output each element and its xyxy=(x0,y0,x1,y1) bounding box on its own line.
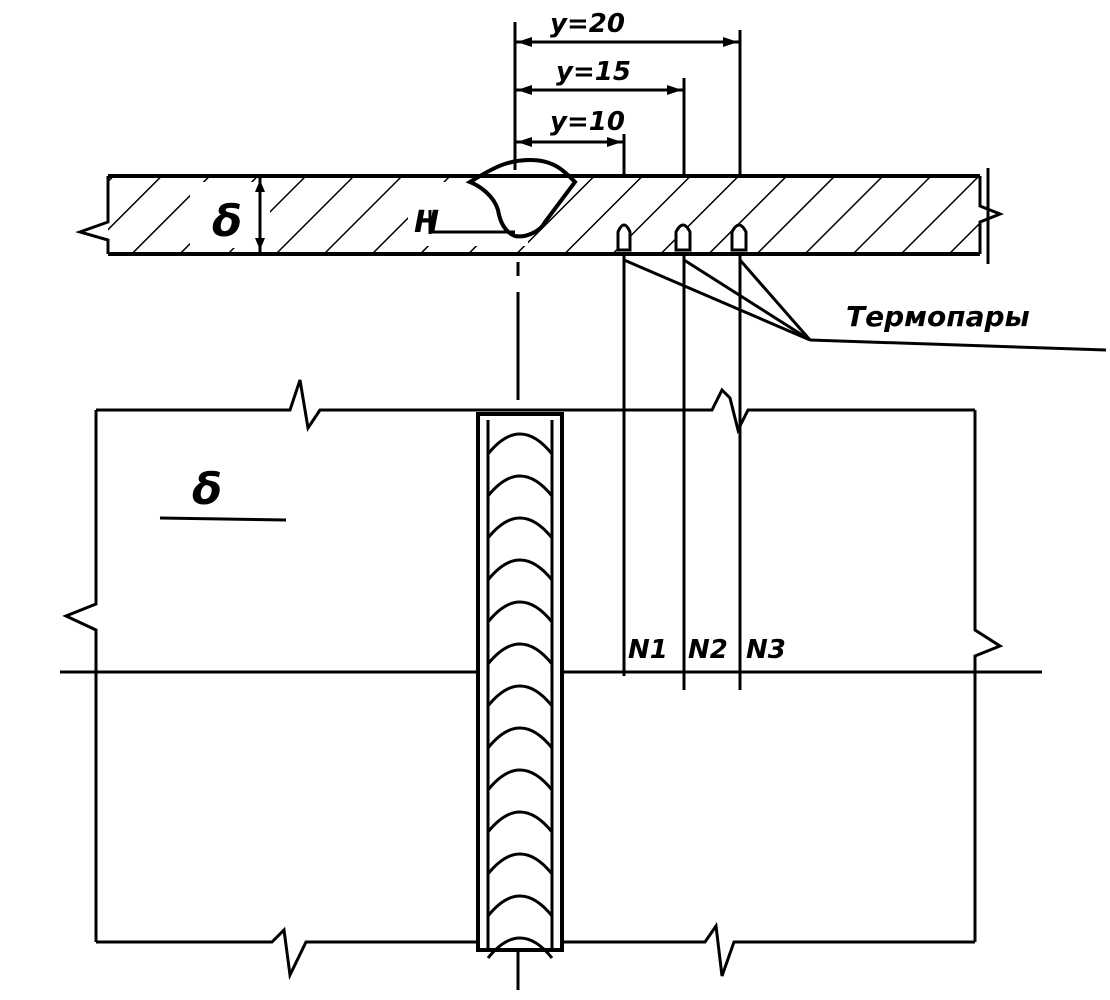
weld-ripple xyxy=(486,516,554,539)
delta-underline xyxy=(159,516,287,522)
weld-ripple xyxy=(486,726,554,749)
weld-ripple xyxy=(486,894,554,917)
dimension-arrows xyxy=(517,37,738,147)
left-break-mark xyxy=(75,176,110,254)
tc-label-n2: N2 xyxy=(688,635,728,665)
dim-label-y10: y=10 xyxy=(550,107,625,137)
weld-ripple xyxy=(486,936,554,959)
dim-label-y20: y=20 xyxy=(550,9,625,39)
weld-ripple xyxy=(486,642,554,665)
dimension-lines xyxy=(513,22,742,176)
thermocouple-tips xyxy=(616,223,748,252)
weld-ripple xyxy=(486,810,554,833)
tc-label-n1: N1 xyxy=(628,635,668,665)
weld-height-label: H xyxy=(414,205,439,240)
thermocouples-label: Термопары xyxy=(846,300,1030,333)
tc-label-n3: N3 xyxy=(746,635,786,665)
weld-bead-section xyxy=(465,157,578,239)
dim-label-y15: y=15 xyxy=(556,57,631,87)
weld-ripple xyxy=(486,684,554,707)
thickness-label-section: δ xyxy=(212,196,242,247)
weld-ripple xyxy=(486,432,554,455)
weld-ripple xyxy=(486,768,554,791)
thickness-label-plan: δ xyxy=(192,464,222,515)
weld-ripple xyxy=(486,600,554,623)
weld-ripple xyxy=(486,852,554,875)
weld-ripple xyxy=(486,558,554,581)
weld-ripple xyxy=(486,474,554,497)
thermocouple-leaders xyxy=(623,258,1107,352)
plate-section xyxy=(75,157,1107,352)
weld-bead-plan xyxy=(476,412,564,959)
right-break-mark xyxy=(978,176,1005,254)
